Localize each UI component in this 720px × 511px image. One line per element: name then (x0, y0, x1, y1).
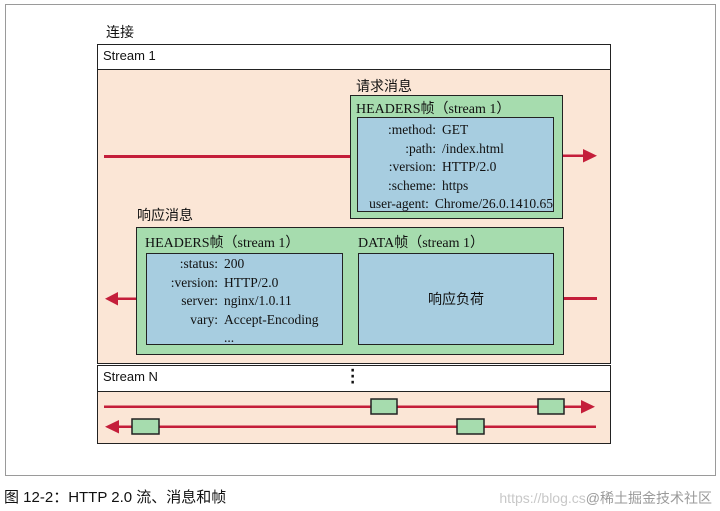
header-ellipsis: ... (224, 330, 235, 345)
header-key (147, 329, 218, 348)
response-message-label: 响应消息 (137, 209, 193, 224)
response-header-row: ... (147, 329, 342, 348)
request-headers-list: :method: GET :path: /index.html :version: H… (358, 118, 553, 214)
response-header-row: :version: HTTP/2.0 (147, 274, 342, 293)
connection-label: 连接 (106, 26, 134, 41)
response-headers-frame-title: HEADERS帧（stream 1） (145, 236, 300, 251)
header-key: :status: (179, 256, 218, 271)
streamN-frames-diagram (104, 398, 596, 435)
outbound-line (104, 405, 584, 408)
response-header-row: vary: Accept-Encoding (147, 311, 342, 330)
request-header-row: :version: HTTP/2.0 (358, 158, 553, 177)
streamN-label: Stream N (103, 369, 158, 384)
header-key: :method: (388, 122, 436, 137)
request-arrow-line-left (104, 155, 350, 158)
more-streams-ellipsis-icon: ··· (350, 363, 356, 391)
response-header-row: server: nginx/1.0.11 (147, 292, 342, 311)
watermark: https://blog.cs@稀土掘金技术社区 (499, 488, 712, 508)
request-headers-frame: HEADERS帧（stream 1） :method: GET :path: /in… (350, 95, 563, 219)
request-header-row: :path: /index.html (358, 140, 553, 159)
response-header-row: :status: 200 (147, 255, 342, 274)
stream1-header: Stream 1 (97, 44, 611, 70)
header-key: :scheme: (388, 177, 436, 193)
inbound-line (116, 425, 596, 428)
header-value: Accept-Encoding (224, 311, 319, 327)
response-data-frame-title: DATA帧（stream 1） (358, 236, 485, 251)
request-headers-block: :method: GET :path: /index.html :version: H… (357, 117, 554, 212)
figure-caption: 图 12-2：HTTP 2.0 流、消息和帧 (4, 489, 227, 506)
response-headers-block: :status: 200 :version: HTTP/2.0 server: ngi… (146, 253, 343, 345)
inbound-frame (131, 418, 160, 435)
header-value: /index.html (442, 140, 504, 156)
response-frames-group: HEADERS帧（stream 1） DATA帧（stream 1） :stat… (136, 227, 564, 355)
response-arrow-left-icon (105, 292, 138, 306)
header-value: nginx/1.0.11 (224, 293, 292, 308)
request-message-label: 请求消息 (356, 80, 412, 95)
request-arrow-right-icon (563, 149, 597, 163)
data-payload-label: 响应负荷 (428, 293, 484, 308)
inbound-arrowhead-icon (105, 420, 119, 434)
request-header-row: :method: GET (358, 121, 553, 140)
header-value: 200 (224, 256, 245, 271)
header-key: server: (181, 293, 218, 308)
streamN-body (97, 391, 611, 444)
header-value: HTTP/2.0 (442, 159, 497, 174)
request-header-row: :scheme: https (358, 177, 553, 196)
header-value: GET (442, 122, 469, 137)
request-frame-title: HEADERS帧（stream 1） (356, 102, 511, 117)
header-key: :path: (405, 140, 436, 156)
inbound-frame (456, 418, 485, 435)
header-key: :version: (388, 159, 436, 174)
response-headers-list: :status: 200 :version: HTTP/2.0 server: ngi… (147, 254, 342, 348)
header-key: :version: (170, 274, 218, 290)
response-arrow-line-right (564, 297, 597, 300)
watermark-prefix: https://blog.cs (499, 490, 586, 506)
request-header-row: user-agent: Chrome/26.0.1410.65 (358, 195, 553, 214)
header-key: vary: (190, 311, 218, 327)
outbound-arrowhead-icon (581, 400, 595, 414)
header-value: Chrome/26.0.1410.65 (434, 196, 553, 211)
header-value: HTTP/2.0 (224, 274, 279, 290)
outbound-frame (370, 398, 398, 415)
response-data-payload: 响应负荷 (358, 253, 554, 345)
header-value: https (442, 177, 469, 193)
stream1-label: Stream 1 (103, 48, 156, 63)
header-key: user-agent: (369, 196, 429, 211)
outbound-frame (537, 398, 565, 415)
watermark-site: @稀土掘金技术社区 (585, 490, 712, 506)
